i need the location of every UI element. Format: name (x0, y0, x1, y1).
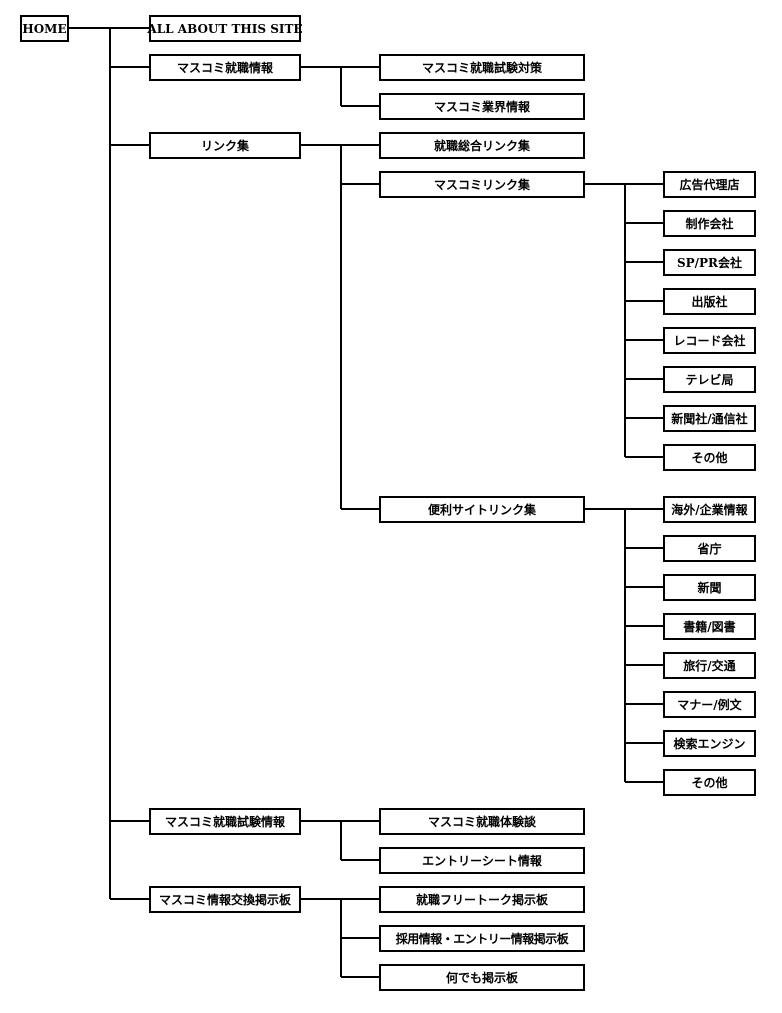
masscom-link-item[interactable]: 制作会社 (663, 210, 756, 237)
useful-link-item[interactable]: 書籍/図書 (663, 613, 756, 640)
useful-link-item[interactable]: 省庁 (663, 535, 756, 562)
exam-prep-node[interactable]: マスコミ就職試験対策 (379, 54, 585, 81)
industry-info-node[interactable]: マスコミ業界情報 (379, 93, 585, 120)
masscom-info-node[interactable]: マスコミ就職情報 (149, 54, 301, 81)
all-about-node[interactable]: ALL ABOUT THIS SITE (147, 15, 303, 42)
recruit-bbs-node[interactable]: 採用情報・エントリー情報掲示板 (379, 925, 585, 952)
useful-link-item[interactable]: 海外/企業情報 (663, 496, 756, 523)
links-node[interactable]: リンク集 (149, 132, 301, 159)
masscom-link-item[interactable]: 出版社 (663, 288, 756, 315)
masscom-link-item[interactable]: 新聞社/通信社 (663, 405, 756, 432)
bbs-node[interactable]: マスコミ情報交換掲示板 (149, 886, 301, 913)
masscom-link-item[interactable]: レコード会社 (663, 327, 756, 354)
useful-link-item[interactable]: 新聞 (663, 574, 756, 601)
masscom-link-item[interactable]: その他 (663, 444, 756, 471)
exam-info-node[interactable]: マスコミ就職試験情報 (149, 808, 301, 835)
home-node[interactable]: HOME (20, 15, 69, 42)
free-talk-bbs-node[interactable]: 就職フリートーク掲示板 (379, 886, 585, 913)
masscom-link-item[interactable]: SP/PR会社 (663, 249, 756, 276)
masscom-link-item[interactable]: 広告代理店 (663, 171, 756, 198)
useful-links-node[interactable]: 便利サイトリンク集 (379, 496, 585, 523)
masscom-links-node[interactable]: マスコミリンク集 (379, 171, 585, 198)
useful-link-item[interactable]: 旅行/交通 (663, 652, 756, 679)
experience-node[interactable]: マスコミ就職体験談 (379, 808, 585, 835)
general-links-node[interactable]: 就職総合リンク集 (379, 132, 585, 159)
useful-link-item[interactable]: 検索エンジン (663, 730, 756, 757)
useful-link-item[interactable]: その他 (663, 769, 756, 796)
entry-sheet-node[interactable]: エントリーシート情報 (379, 847, 585, 874)
masscom-link-item[interactable]: テレビ局 (663, 366, 756, 393)
anything-bbs-node[interactable]: 何でも掲示板 (379, 964, 585, 991)
useful-link-item[interactable]: マナー/例文 (663, 691, 756, 718)
